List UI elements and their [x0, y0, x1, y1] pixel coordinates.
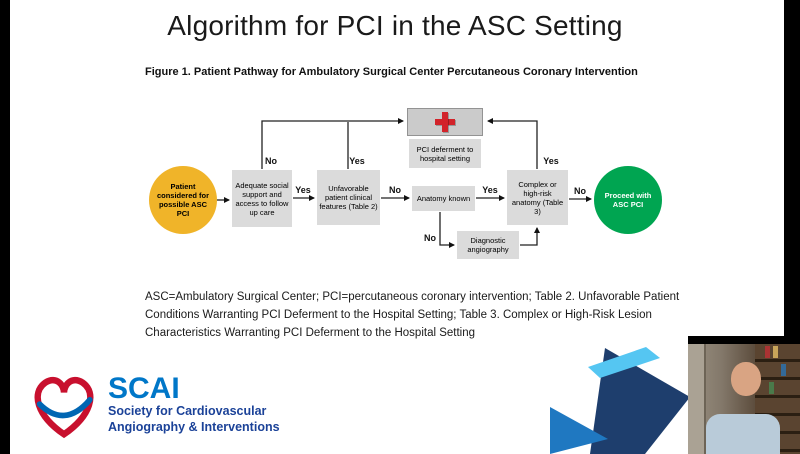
decor-navy-shape — [590, 348, 690, 454]
book-spine — [769, 382, 774, 394]
scai-name-line2: Angiography & Interventions — [108, 419, 280, 434]
figure-caption: Figure 1. Patient Pathway for Ambulatory… — [145, 66, 638, 78]
node-diagnostic-angiography: Diagnostic angiography — [457, 231, 519, 259]
node-pci-deferment: PCI deferment to hospital setting — [409, 139, 481, 168]
node-unfavorable-features: Unfavorable patient clinical features (T… — [317, 170, 380, 225]
scai-logo: SCAI Society for Cardiovascular Angiogra… — [28, 374, 280, 440]
presenter-body — [705, 414, 780, 454]
node-patient: Patient considered for possible ASC PCI — [149, 166, 217, 234]
slide-title: Algorithm for PCI in the ASC Setting — [167, 10, 623, 41]
node-unfavorable-features-label: Unfavorable patient clinical features (T… — [319, 184, 378, 211]
node-social-support-label: Adequate social support and access to fo… — [235, 180, 289, 217]
decor-blue-shape — [550, 407, 608, 454]
node-complex-anatomy: Complex or high-risk anatomy (Table 3) — [507, 170, 568, 225]
edge-complex-yes-to-deferment — [487, 118, 538, 169]
scai-acronym: SCAI — [108, 372, 180, 405]
edge-label-social-yes: Yes — [295, 185, 311, 195]
edge-label-anatomy-no: No — [424, 233, 436, 243]
book-spine — [781, 364, 786, 376]
node-proceed-asc-pci-label: Proceed with ASC PCI — [604, 191, 652, 209]
edge-anatomy-no-to-diagnostic — [439, 212, 455, 248]
node-hospital-cross — [407, 108, 483, 136]
scai-name-line1: Society for Cardiovascular — [108, 404, 267, 418]
node-anatomy-known: Anatomy known — [412, 186, 475, 211]
edge-label-complex-yes: Yes — [543, 156, 559, 166]
node-pci-deferment-label: PCI deferment to hospital setting — [416, 144, 474, 163]
edge-label-unfavorable-no: No — [389, 185, 401, 195]
webcam-door — [688, 344, 706, 454]
book-spine — [773, 346, 778, 358]
edge-label-unfavorable-yes: Yes — [349, 156, 365, 166]
webcam-scene — [688, 344, 800, 454]
scai-heart-icon — [34, 376, 94, 439]
footnote: ASC=Ambulatory Surgical Center; PCI=perc… — [145, 291, 680, 339]
edge-label-complex-no: No — [574, 186, 586, 196]
edge-diagnostic-to-complex — [520, 227, 540, 246]
node-anatomy-known-label: Anatomy known — [416, 194, 471, 203]
node-patient-label: Patient considered for possible ASC PCI — [156, 182, 210, 218]
edge-social-no-to-deferment — [261, 118, 404, 169]
presenter-head — [730, 361, 761, 396]
red-cross-icon — [435, 112, 455, 132]
node-diagnostic-angiography-label: Diagnostic angiography — [467, 236, 509, 254]
letterbox-left — [0, 0, 10, 454]
slide-decoration — [550, 347, 690, 454]
node-complex-anatomy-label: Complex or high-risk anatomy (Table 3) — [511, 179, 564, 216]
node-social-support: Adequate social support and access to fo… — [232, 170, 292, 227]
scai-logo-text: SCAI Society for Cardiovascular Angiogra… — [108, 374, 280, 440]
book-spine — [765, 346, 770, 358]
node-proceed-asc-pci: Proceed with ASC PCI — [594, 166, 662, 234]
edge-label-social-no: No — [265, 156, 277, 166]
edge-label-anatomy-yes: Yes — [482, 185, 498, 195]
decor-cyan-shape — [588, 347, 660, 378]
webcam-video[interactable] — [688, 336, 800, 454]
